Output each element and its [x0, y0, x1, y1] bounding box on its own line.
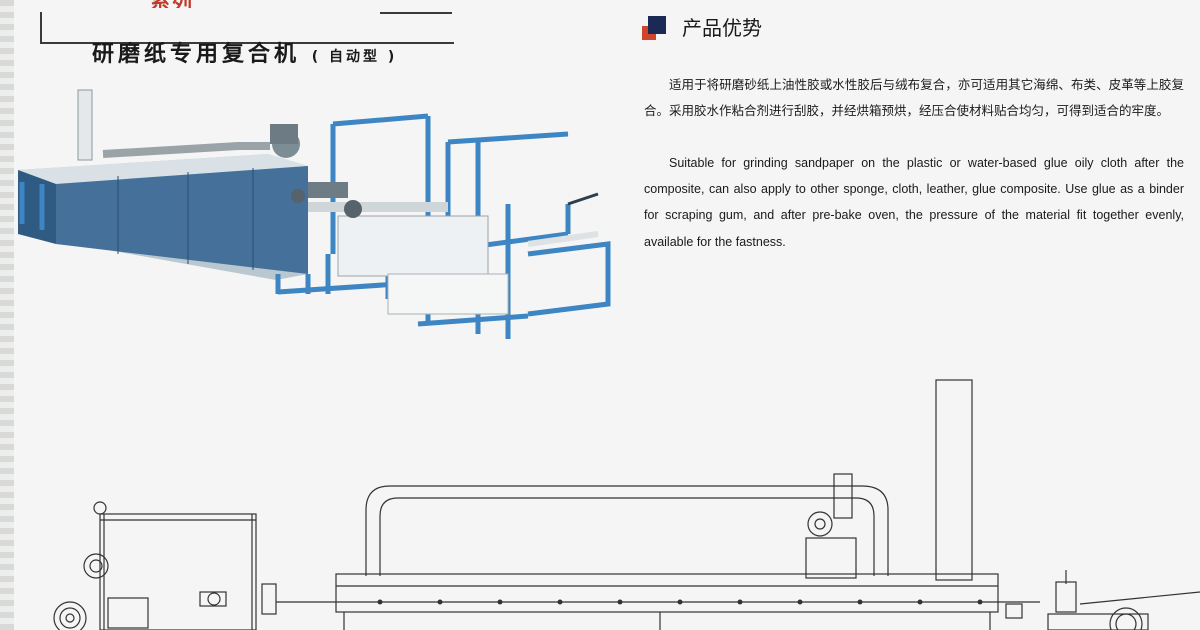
machine-photo [18, 89, 611, 339]
section-title: 产品优势 [682, 16, 762, 40]
binding-edge [0, 0, 14, 630]
description-chinese: 适用于将研磨砂纸上油性胶或水性胶后与绒布复合，亦可适用其它海绵、布类、皮革等上胶… [644, 77, 1184, 118]
title-bracket [40, 12, 454, 44]
description-english: Suitable for grinding sandpaper on the p… [644, 156, 1184, 249]
product-title-sub: ( 自动型 ) [311, 49, 398, 65]
product-title: 研磨纸专用复合机 ( 自动型 ) [92, 36, 397, 68]
title-bracket-top [380, 12, 452, 14]
square-bullet-icon [648, 16, 666, 34]
series-tag: 系列 [150, 0, 330, 8]
technical-drawing [53, 379, 1200, 630]
product-title-main: 研磨纸专用复合机 [92, 42, 301, 67]
